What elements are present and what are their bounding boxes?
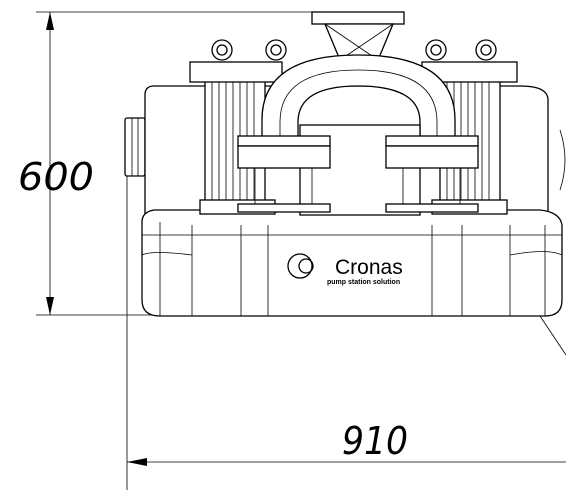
outlet-flange <box>311 11 405 61</box>
inlet-pipe <box>124 117 146 177</box>
right-flange-assembly <box>385 135 479 213</box>
left-flange-assembly <box>237 135 331 213</box>
logo-mark-inner <box>298 258 314 274</box>
height-dimension-label: 600 <box>18 155 94 199</box>
brand-logo: Cronas pump station solution <box>287 253 403 286</box>
height-arrow-bottom <box>46 297 54 315</box>
height-dimension: 600 <box>18 11 330 316</box>
width-dimension-label: 910 <box>342 419 408 463</box>
logo-mark-outer <box>287 253 313 279</box>
width-dimension: 910 <box>126 120 566 490</box>
brand-name: Cronas <box>335 256 403 279</box>
width-arrow-left <box>127 458 147 466</box>
brand-tagline: pump station solution <box>327 279 400 286</box>
height-arrow-top <box>46 12 54 30</box>
